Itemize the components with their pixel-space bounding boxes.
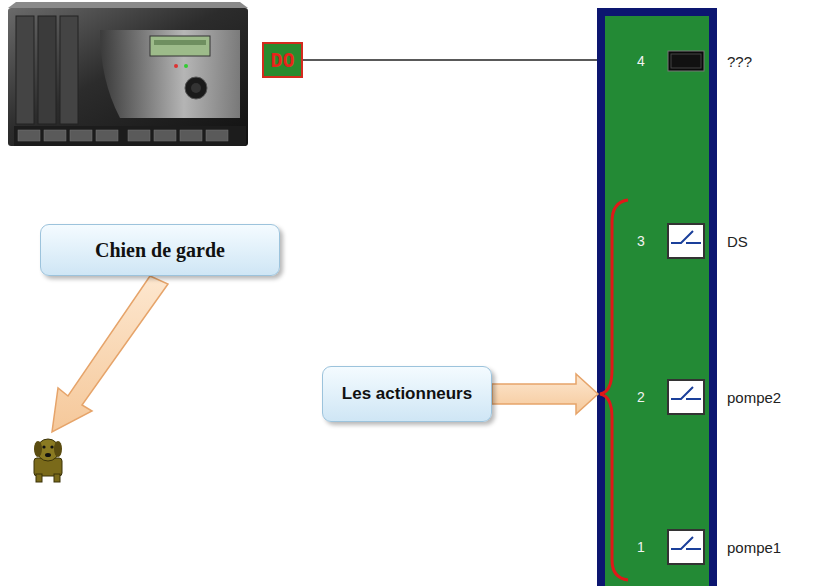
output-symbol [668,51,704,71]
node-text: Les actionneurs [342,384,472,404]
callout-arrow [492,374,598,414]
output-symbol [671,54,701,68]
plc-device [8,2,248,146]
dog-icon [34,439,62,482]
signal-name: DS [727,234,748,249]
callout-box: Chien de garde [40,224,280,276]
output-block: DO [262,42,303,78]
node-text: Chien de garde [95,239,225,262]
bracket [600,200,628,580]
signal-name: pompe2 [727,390,781,405]
switch-symbol [668,224,704,564]
node-text: DO [270,48,294,72]
channel-number: 4 [637,54,645,68]
channel-number: 1 [637,540,645,554]
signal-name: ??? [727,54,752,69]
channel-number: 3 [637,234,645,248]
callout-arrow [52,276,168,432]
signal-name: pompe1 [727,540,781,555]
channel-number: 2 [637,390,645,404]
callout-box: Les actionneurs [322,366,492,422]
output-panel [597,8,717,586]
wire [298,59,600,61]
